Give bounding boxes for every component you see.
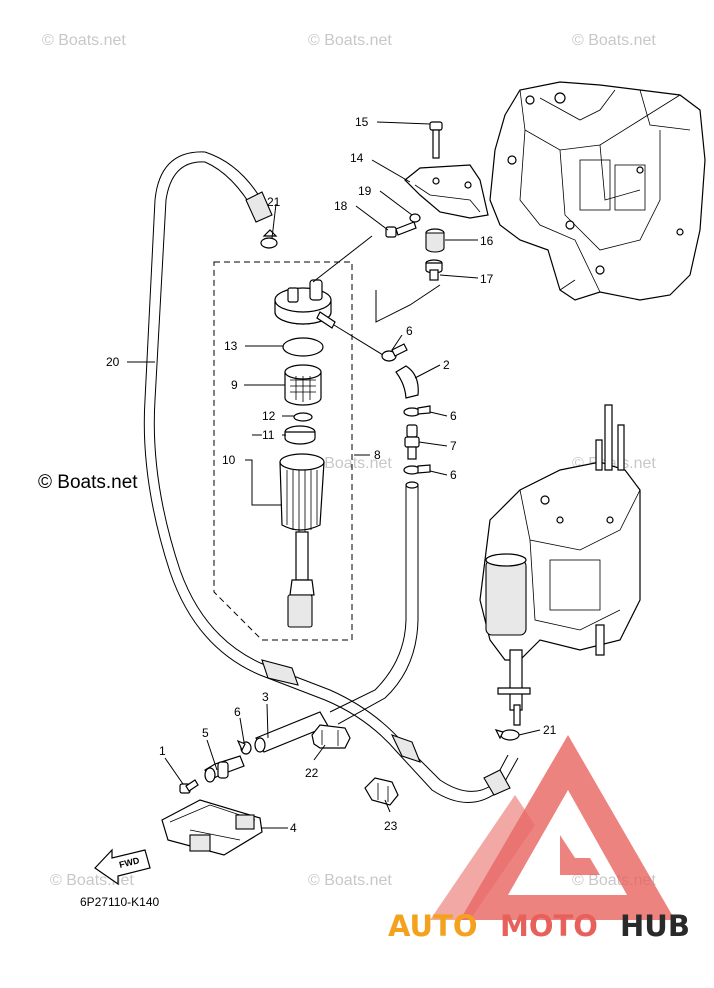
clamp-22 (311, 724, 351, 749)
o-ring-13 (282, 337, 324, 357)
fwd-arrow: FWD (94, 848, 151, 886)
callout-3: 3 (262, 690, 269, 704)
callout-22: 22 (305, 766, 319, 780)
watermark-top-right: © Boats.net (572, 32, 656, 49)
callout-23: 23 (384, 819, 398, 833)
clip-21-lower (494, 729, 520, 741)
brand-part-auto: AUTO (388, 909, 478, 943)
callout-11: 11 (262, 428, 275, 442)
callout-6c: 6 (450, 468, 457, 482)
hose-vertical (329, 481, 419, 725)
watermark-bottom-center: © Boats.net (308, 872, 392, 889)
callout-17: 17 (480, 272, 494, 286)
callout-1: 1 (159, 744, 166, 758)
engine-block-drawing (489, 81, 706, 301)
callout-10: 10 (222, 453, 236, 467)
callout-2: 2 (443, 358, 450, 372)
callout-6b: 6 (450, 409, 457, 423)
clip-6-left (236, 739, 252, 755)
callouts: 15 14 19 18 21 16 17 6 13 20 2 9 12 6 11… (106, 115, 557, 835)
clip-6-lower (403, 464, 431, 475)
callout-4: 4 (290, 821, 297, 835)
bracket-14 (404, 164, 489, 219)
callout-5: 5 (202, 726, 209, 740)
filter-head (274, 279, 384, 356)
watermark-top-left: © Boats.net (42, 32, 126, 49)
filter-group-box (213, 261, 353, 641)
callout-18: 18 (334, 199, 348, 213)
callout-21-upper: 21 (267, 195, 281, 209)
filter-cup-10 (279, 453, 325, 628)
brand-wordmark: AUTO MOTO HUB (388, 909, 690, 943)
brand-part-moto: MOTO (500, 909, 598, 943)
brand-logo (430, 735, 675, 920)
joint-5 (204, 755, 245, 783)
hose-20 (143, 151, 519, 803)
bracket-4 (161, 799, 263, 856)
part-11 (284, 425, 316, 445)
callout-13: 13 (224, 339, 238, 353)
callout-15: 15 (355, 115, 369, 129)
callout-9: 9 (231, 378, 238, 392)
clip-21-upper (260, 229, 278, 249)
callout-16: 16 (480, 234, 494, 248)
callout-20: 20 (106, 355, 120, 369)
grommet-16 (425, 228, 445, 253)
callout-19: 19 (358, 184, 372, 198)
leader-lines (127, 121, 541, 829)
filter-element-9 (284, 364, 322, 406)
collar-17 (425, 259, 443, 281)
bolt-18 (385, 221, 417, 238)
clip-6-top (381, 343, 408, 362)
bolt-15 (429, 121, 443, 159)
clamp-23 (364, 777, 399, 806)
diagram-code: 6P27110-K140 (80, 895, 160, 909)
clip-6-upper (403, 405, 431, 417)
callout-6a: 6 (406, 324, 413, 338)
watermark-mid-center: © Boats.net (308, 455, 392, 472)
watermark-large: © Boats.net (38, 472, 138, 493)
watermark-top-center: © Boats.net (308, 32, 392, 49)
washer-19 (409, 213, 421, 223)
vapor-separator-drawing (479, 404, 641, 726)
screw-1 (179, 779, 199, 794)
callout-21-lower: 21 (543, 723, 557, 737)
fwd-label: FWD (118, 855, 141, 870)
brand-part-hub: HUB (620, 909, 690, 943)
callout-6d: 6 (234, 705, 241, 719)
hose-2 (395, 365, 419, 399)
callout-12: 12 (262, 409, 276, 423)
callout-7: 7 (450, 439, 457, 453)
callout-14: 14 (350, 151, 364, 165)
callout-8: 8 (374, 448, 381, 462)
joint-7 (404, 424, 420, 460)
ring-12 (293, 412, 313, 422)
